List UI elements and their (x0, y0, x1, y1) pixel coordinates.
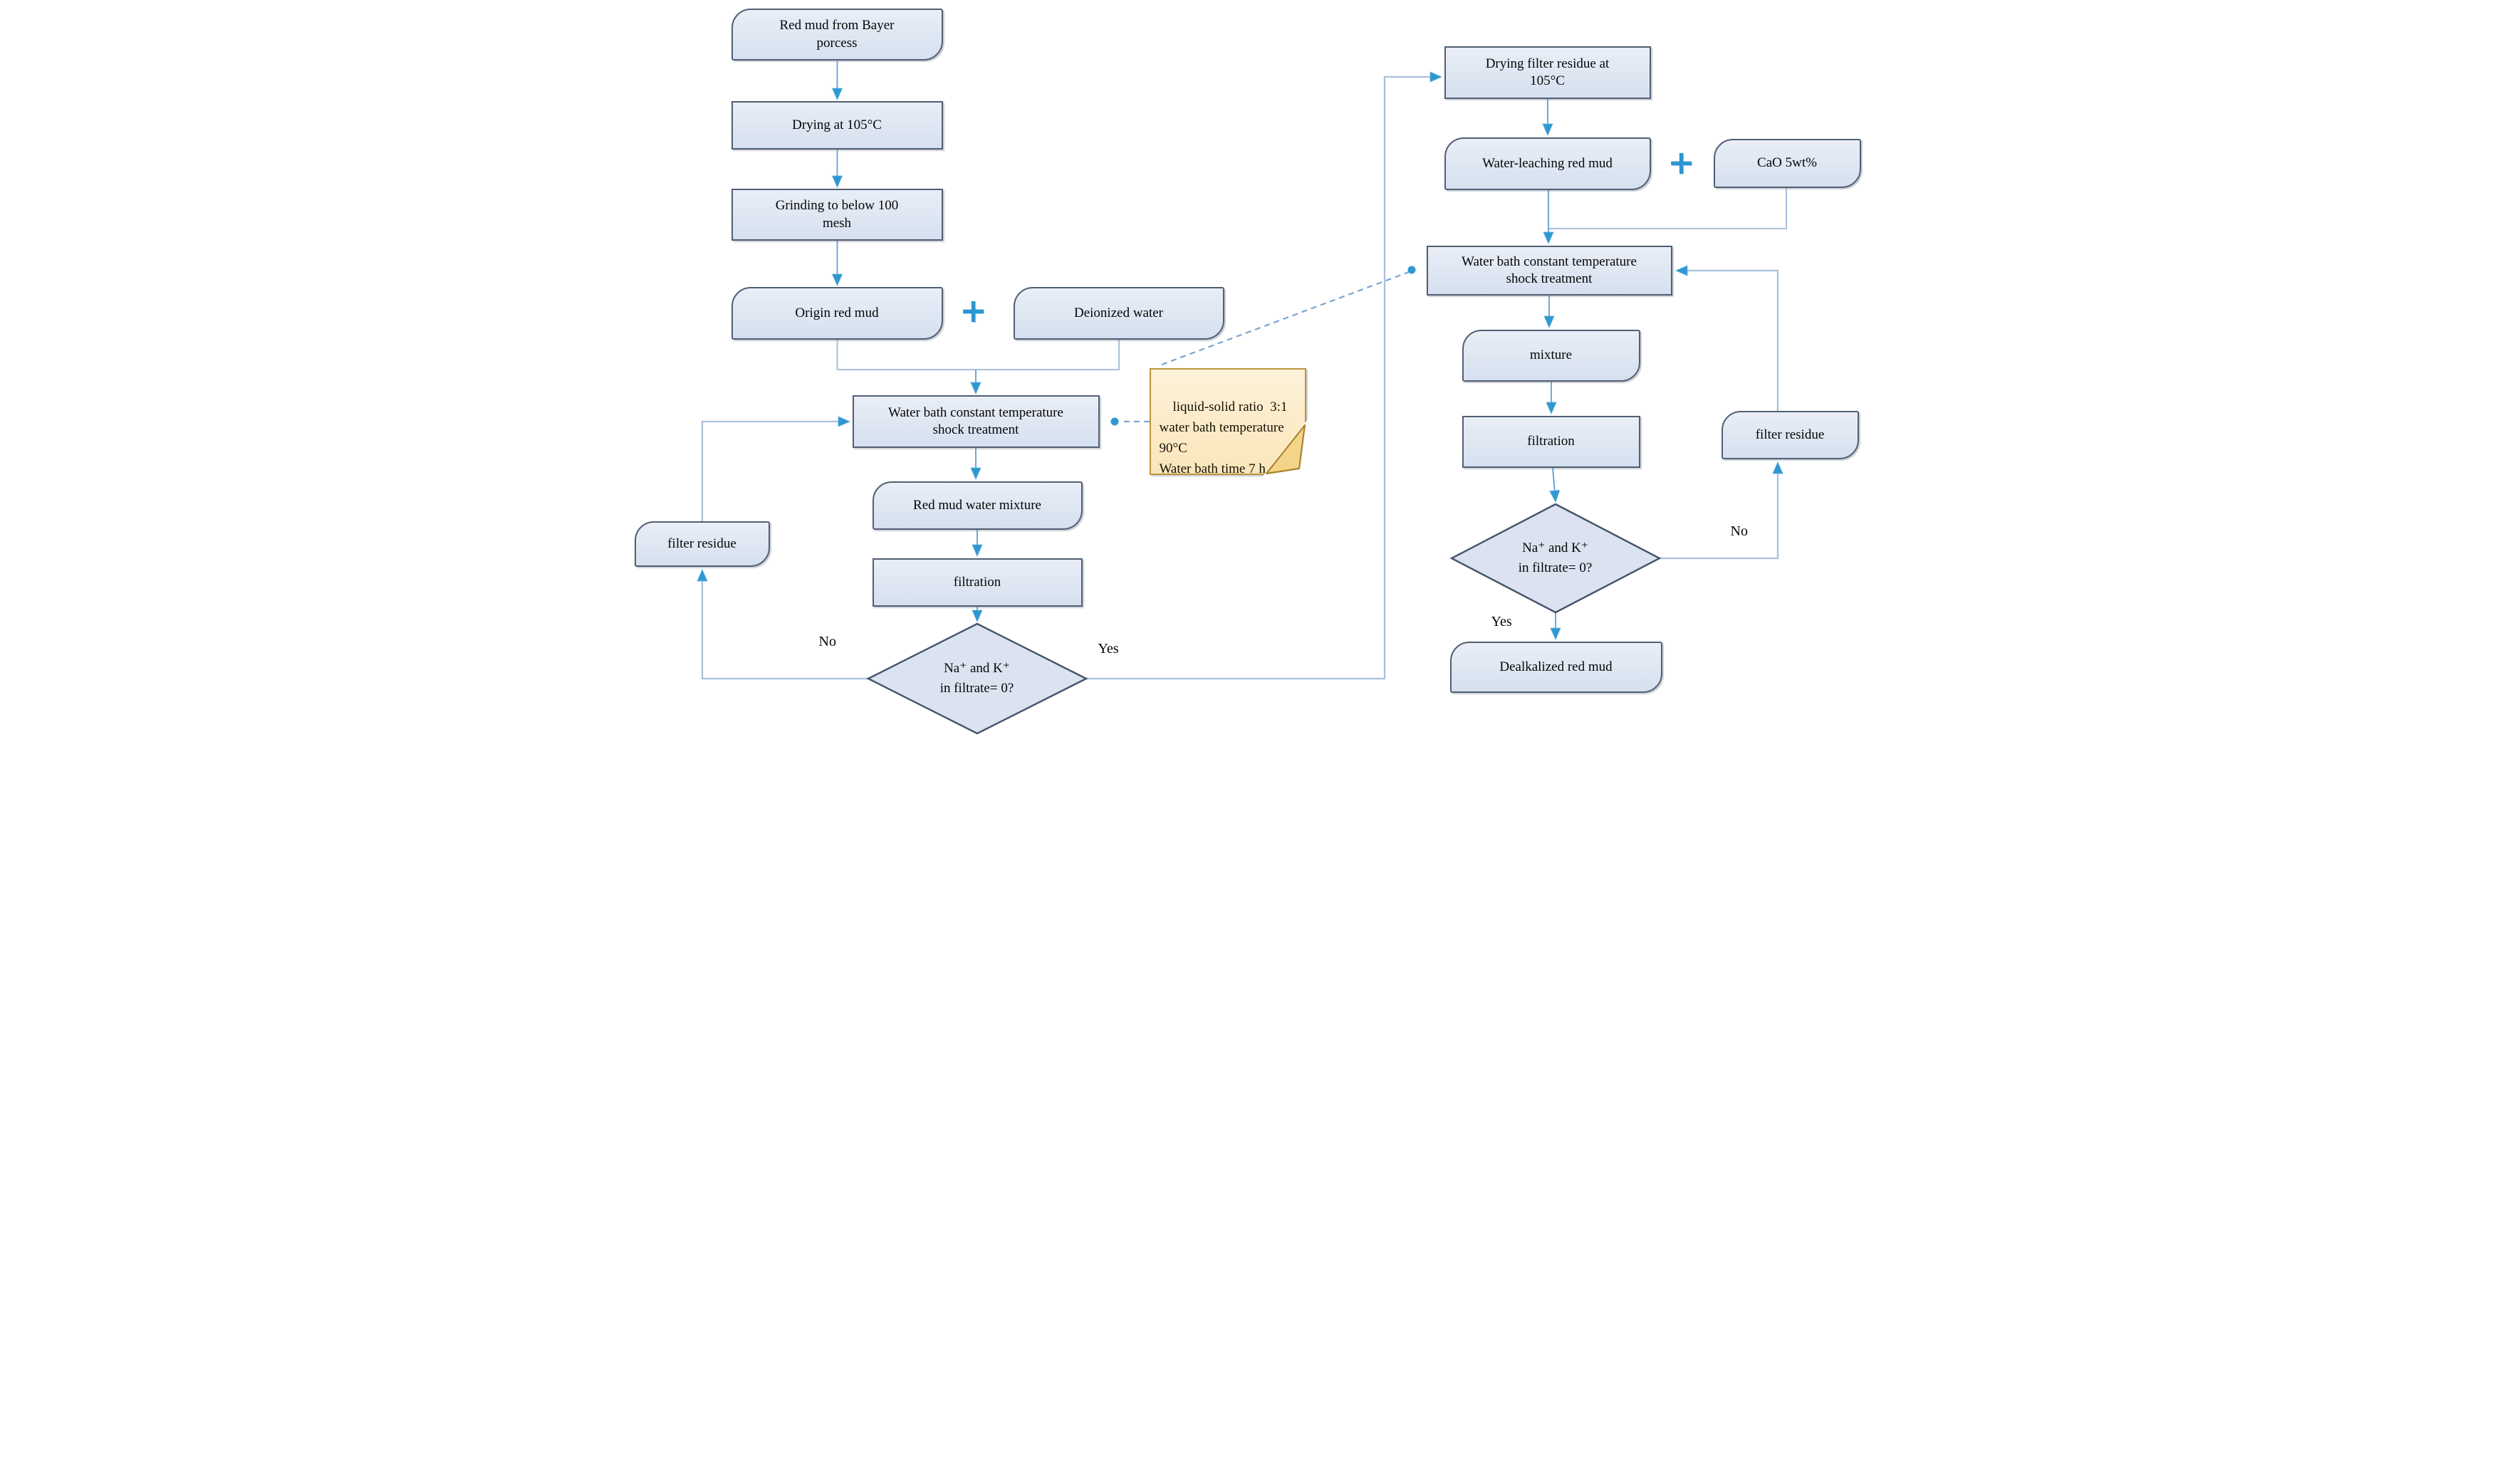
node-origin-red-mud: Origin red mud (731, 287, 943, 340)
connector-cao-to-merge (1548, 188, 1787, 229)
node-drying-105: Drying at 105°C (731, 101, 943, 150)
node-filter-residue-right-label: filter residue (1755, 427, 1825, 442)
connector-no-left-to-filter-residue (696, 569, 868, 680)
node-deionized-water-label: Deionized water (1073, 305, 1164, 320)
node-cao-label: CaO 5wt% (1757, 155, 1817, 171)
node-deionized-water: Deionized water (1013, 287, 1224, 340)
chain-connectors (831, 61, 1561, 640)
note-connectors (1119, 271, 1409, 423)
note-fold-flap (1265, 424, 1306, 475)
node-water-leaching-red-mud-label: Water-leaching red mud (1482, 155, 1613, 171)
node-drying-filter-residue: Drying filter residue at 105°C (1444, 46, 1651, 99)
node-red-mud-bayer: Red mud from Bayer porcess (731, 9, 943, 61)
node-mixture: mixture (1462, 330, 1640, 382)
arrow-filtration-to-decision-right (1548, 467, 1560, 503)
node-filtration-right-label: filtration (1527, 434, 1575, 449)
note-fold-icon (1261, 419, 1309, 478)
node-mixture-label: mixture (1529, 348, 1573, 363)
decision-text-left: Na⁺ and K⁺ in filtrate= 0? (904, 649, 1051, 709)
sticky-note: liquid-solid ratio 3:1 water bath temper… (1149, 368, 1306, 476)
node-filter-residue-left: filter residue (634, 521, 770, 567)
node-dealkalized-red-mud-label: Dealkalized red mud (1499, 659, 1613, 674)
decision-left-line1: Na⁺ and K⁺ (944, 661, 1010, 676)
node-dealkalized-red-mud: Dealkalized red mud (1449, 642, 1662, 693)
decision-right-line2: in filtrate= 0? (1518, 560, 1593, 575)
connector-no-right-to-filter-residue (1659, 461, 1783, 560)
node-cao: CaO 5wt% (1713, 139, 1861, 188)
note-connector-dot-right (1407, 266, 1415, 274)
plus-icon-left: + (957, 294, 990, 327)
node-filtration-left: filtration (872, 558, 1083, 607)
plus-icon-right-glyph: + (1667, 143, 1695, 182)
node-grinding-label: Grinding to below 100 mesh (775, 198, 899, 231)
connector-filter-residue-to-waterbath-left (701, 416, 850, 521)
node-filter-residue-left-label: filter residue (667, 535, 736, 551)
flowchart-connectors (696, 61, 1787, 735)
node-red-mud-water-mixture-label: Red mud water mixture (913, 497, 1041, 513)
dashed-note-to-waterbath-right (1161, 271, 1409, 366)
connector-filter-residue-to-waterbath-right (1675, 265, 1778, 411)
note-connector-dot-left (1110, 417, 1118, 426)
node-filter-residue-right: filter residue (1721, 411, 1859, 459)
connector-yes-left-to-drying-filter-residue (1085, 71, 1442, 680)
decision-text-right: Na⁺ and K⁺ in filtrate= 0? (1486, 530, 1625, 587)
node-water-bath-left: Water bath constant temperature shock tr… (852, 395, 1100, 448)
node-red-mud-bayer-label: Red mud from Bayer porcess (779, 18, 895, 51)
node-grinding: Grinding to below 100 mesh (731, 189, 943, 241)
plus-icon-left-glyph: + (959, 291, 987, 330)
node-drying-filter-residue-label: Drying filter residue at 105°C (1485, 56, 1610, 88)
label-no-right: No (1730, 523, 1748, 539)
label-yes-left: Yes (1098, 641, 1119, 657)
decision-right-line1: Na⁺ and K⁺ (1522, 540, 1588, 556)
plus-icon-right: + (1665, 146, 1698, 179)
node-water-bath-left-label: Water bath constant temperature shock tr… (888, 404, 1063, 437)
node-drying-105-label: Drying at 105°C (792, 117, 882, 132)
node-filtration-left-label: filtration (953, 574, 1001, 590)
branch-connectors (696, 71, 1783, 680)
decision-diamond-right (1449, 503, 1662, 614)
decision-diamond-left (865, 622, 1088, 735)
label-yes-right: Yes (1491, 614, 1512, 629)
node-water-leaching-red-mud: Water-leaching red mud (1444, 137, 1651, 190)
flowchart-canvas: Red mud from Bayer porcess Drying at 105… (625, 0, 1875, 742)
merge-connectors (836, 188, 1787, 370)
decision-left-line2: in filtrate= 0? (939, 681, 1014, 696)
node-filtration-right: filtration (1462, 416, 1640, 468)
node-water-bath-right-label: Water bath constant temperature shock tr… (1462, 254, 1637, 286)
node-red-mud-water-mixture: Red mud water mixture (872, 481, 1083, 530)
label-no-left: No (818, 634, 836, 649)
node-water-bath-right: Water bath constant temperature shock tr… (1426, 246, 1672, 296)
node-origin-red-mud-label: Origin red mud (795, 305, 879, 320)
sticky-note-text: liquid-solid ratio 3:1 water bath temper… (1159, 399, 1288, 476)
